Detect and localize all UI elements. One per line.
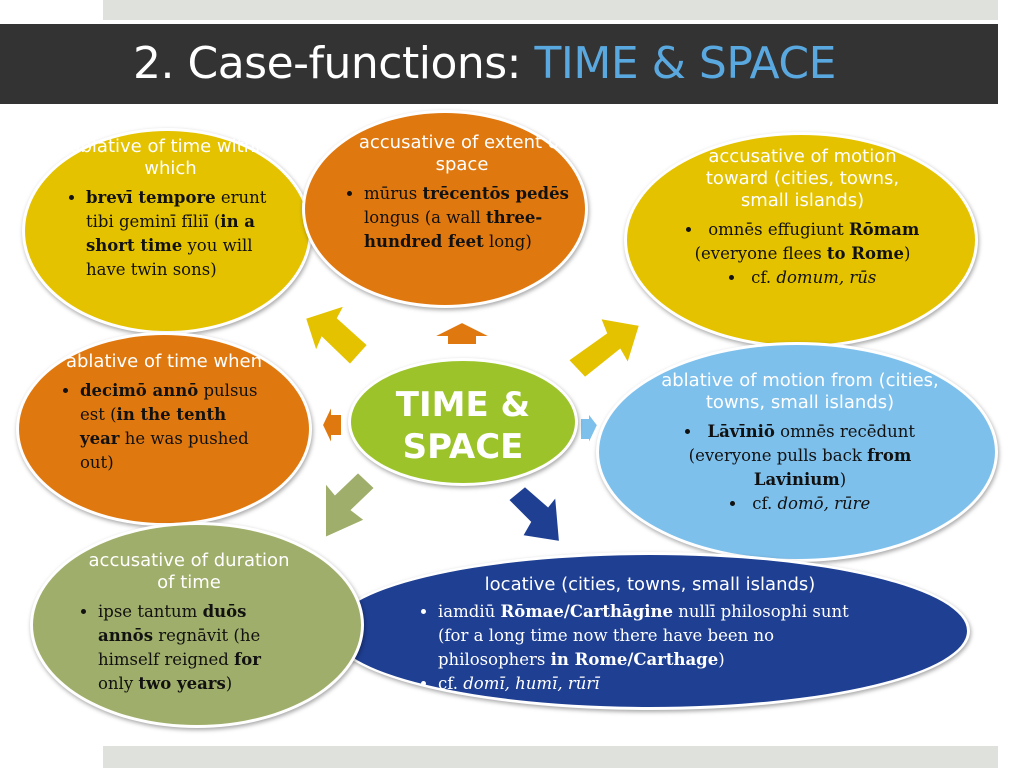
ellipse-locative xyxy=(330,552,970,710)
center-circle xyxy=(348,358,578,486)
text-run: regnāvit (he himself reigned xyxy=(98,626,261,669)
text-run: erunt tibi geminī fīliī ( xyxy=(86,188,267,231)
box-abl-from-head: ablative of motion from (cities, towns, … xyxy=(661,370,939,413)
bold-phrase: three-hundred feet xyxy=(364,208,543,251)
ellipse-acc-motion xyxy=(624,132,978,348)
bold-phrase: Rōmae/Carthāgine xyxy=(500,602,674,621)
box-acc-extent: accusative of extent of space mūrus trēc… xyxy=(346,132,578,254)
arrow-left-icon xyxy=(320,403,343,447)
center-label: TIME & SPACE xyxy=(348,384,578,468)
box-acc-motion-cf: cf. domum, rūs xyxy=(680,266,925,290)
text-run: you will have twin sons) xyxy=(86,236,253,279)
box-acc-motion: accusative of motion toward (cities, tow… xyxy=(680,146,925,290)
bold-phrase: from Lavinium xyxy=(753,446,912,489)
box-locative-item: iamdiū Rōmae/Carthāgine nullī philosophi… xyxy=(438,600,880,672)
arrow-lower-right-icon xyxy=(506,484,562,544)
box-abl-when-head: ablative of time when xyxy=(65,351,263,372)
box-abl-when-item: decimō annō pulsus est (in the tenth yea… xyxy=(80,379,266,475)
center-line-2: SPACE xyxy=(402,427,524,467)
bold-phrase: trēcentōs pedēs xyxy=(422,184,569,203)
title-prefix: 2. Case-functions: xyxy=(133,38,535,89)
text-run: omnēs recēdunt (everyone pulls back xyxy=(688,422,915,465)
bold-phrase: duōs annōs xyxy=(98,602,247,645)
text-run: (everyone flees xyxy=(694,244,827,263)
arrow-upper-left-icon xyxy=(303,303,370,367)
text-run: omnēs effugiunt xyxy=(708,220,849,239)
bold-phrase: to Rome xyxy=(826,244,904,263)
box-abl-within: ablative of time within which brevī temp… xyxy=(68,136,273,282)
box-acc-extent-head: accusative of extent of space xyxy=(358,132,566,175)
text-run: ) xyxy=(225,674,233,693)
arrow-upper-right-icon xyxy=(566,316,642,380)
top-decor-strip xyxy=(103,0,998,20)
italic-phrase: domō, rūre xyxy=(777,494,871,513)
title-accent: TIME & SPACE xyxy=(534,38,837,89)
text-run: ) xyxy=(903,244,911,263)
box-locative: locative (cities, towns, small islands) … xyxy=(420,574,880,696)
arrow-up-icon xyxy=(431,320,493,346)
slide-title: 2. Case-functions: TIME & SPACE xyxy=(133,34,836,94)
text-run: ) xyxy=(718,650,725,669)
ellipse-acc-duration xyxy=(30,522,364,728)
text-run: pulsus est ( xyxy=(80,381,258,424)
text-run: ) xyxy=(839,470,847,489)
text-run: cf. xyxy=(752,494,778,513)
bold-phrase: for xyxy=(234,650,261,669)
arrow-lower-left-icon xyxy=(324,470,377,540)
bold-phrase: in Rome/Carthage xyxy=(550,650,719,669)
center-line-1: TIME & xyxy=(395,385,531,425)
box-abl-within-head: ablative of time within which xyxy=(69,136,272,179)
box-abl-from-item: Lāvīniō omnēs recēdunt (everyone pulls b… xyxy=(660,420,940,492)
text-run: iamdiū xyxy=(438,602,501,621)
text-run: mūrus xyxy=(364,184,423,203)
ellipse-abl-when xyxy=(16,332,312,526)
bottom-decor-strip xyxy=(103,746,998,768)
italic-phrase: domī, humī, rūrī xyxy=(463,674,600,693)
box-acc-duration-head: accusative of duration of time xyxy=(88,550,290,593)
text-run: long) xyxy=(483,232,532,251)
arrow-right-icon xyxy=(579,409,600,447)
bold-phrase: decimō annō xyxy=(80,381,199,400)
ellipse-acc-extent xyxy=(302,110,588,308)
box-abl-from-cf: cf. domō, rūre xyxy=(660,492,940,516)
text-run: cf. xyxy=(751,268,777,287)
text-run: longus (a wall xyxy=(364,208,487,227)
box-abl-when: ablative of time when decimō annō pulsus… xyxy=(62,351,266,475)
box-abl-from: ablative of motion from (cities, towns, … xyxy=(660,370,940,516)
text-run: ipse tantum xyxy=(98,602,203,621)
bold-phrase: Rōmam xyxy=(848,220,920,239)
text-run: only xyxy=(98,674,139,693)
box-acc-motion-head: accusative of motion toward (cities, tow… xyxy=(705,146,900,211)
box-acc-duration: accusative of duration of time ipse tant… xyxy=(80,550,298,696)
bold-phrase: in a short time xyxy=(86,212,255,255)
title-bar xyxy=(0,24,998,104)
bold-phrase: two years xyxy=(138,674,226,693)
box-locative-cf: cf. domī, humī, rūrī xyxy=(438,672,880,696)
text-run: he was pushed out) xyxy=(80,429,249,472)
italic-phrase: domum, rūs xyxy=(776,268,877,287)
bold-phrase: Lāvīniō xyxy=(707,422,775,441)
box-acc-duration-item: ipse tantum duōs annōs regnāvit (he hims… xyxy=(98,600,298,696)
box-abl-within-item: brevī tempore erunt tibi geminī fīliī (i… xyxy=(86,186,273,282)
bold-phrase: in the tenth year xyxy=(80,405,227,448)
bold-phrase: brevī tempore xyxy=(86,188,216,207)
box-acc-extent-item: mūrus trēcentōs pedēs longus (a wall thr… xyxy=(364,182,578,254)
text-run: cf. xyxy=(438,674,464,693)
text-run: nullī philosophi sunt (for a long time n… xyxy=(438,602,849,669)
box-acc-motion-item: omnēs effugiunt Rōmam (everyone flees to… xyxy=(680,218,925,266)
box-locative-head: locative (cities, towns, small islands) xyxy=(484,574,816,595)
